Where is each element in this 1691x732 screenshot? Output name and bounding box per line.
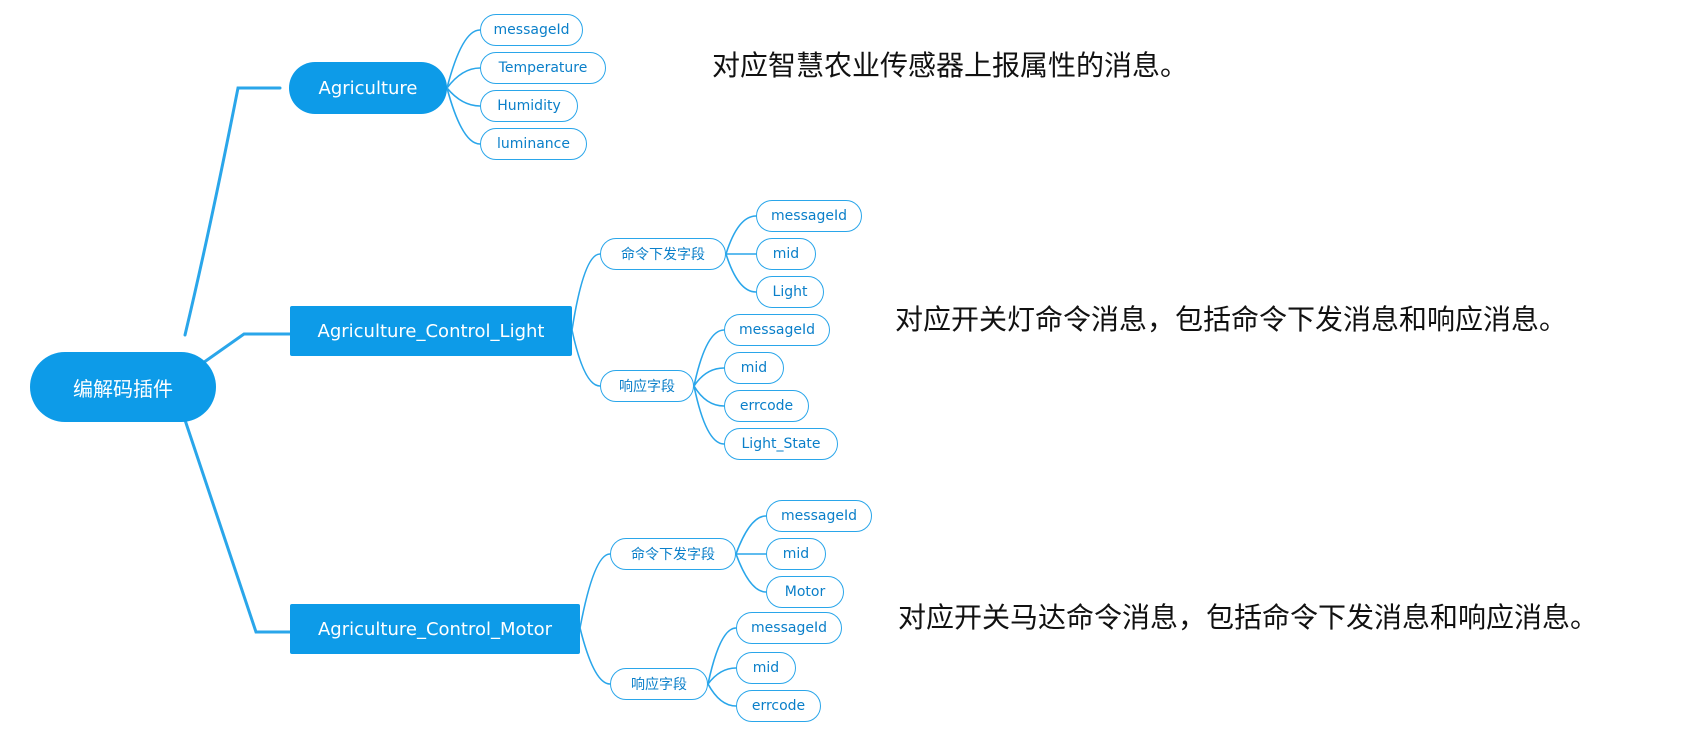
field-light-cmd-mid[interactable]: mid <box>756 238 816 270</box>
link-light-resp-errcode <box>693 385 725 407</box>
field-light-resp-messageid[interactable]: messageId <box>724 314 830 346</box>
field-agri-humidity[interactable]: Humidity <box>480 90 578 122</box>
link-light-cmd-light <box>725 253 757 293</box>
field-motor-cmd-motor[interactable]: Motor <box>766 576 844 608</box>
link-root-motor <box>183 418 292 634</box>
field-motor-resp-errcode[interactable]: errcode <box>736 690 821 722</box>
group-light-command[interactable]: 命令下发字段 <box>600 238 726 270</box>
link-motor-cmd-messageid <box>735 515 767 555</box>
field-motor-cmd-mid[interactable]: mid <box>766 538 826 570</box>
description-control-light: 对应开关灯命令消息，包括命令下发消息和响应消息。 <box>895 303 1568 336</box>
field-motor-cmd-messageid[interactable]: messageId <box>766 500 872 532</box>
field-light-resp-errcode[interactable]: errcode <box>724 390 809 422</box>
link-agri-messageid <box>446 29 481 89</box>
link-motor-resp-mid <box>707 667 737 685</box>
field-motor-resp-messageid[interactable]: messageId <box>736 612 842 644</box>
field-light-cmd-messageid[interactable]: messageId <box>756 200 862 232</box>
branch-control-motor[interactable]: Agriculture_Control_Motor <box>290 604 580 654</box>
branch-agriculture[interactable]: Agriculture <box>289 62 447 114</box>
group-light-response[interactable]: 响应字段 <box>600 370 694 402</box>
link-agri-temperature <box>446 67 481 89</box>
group-motor-response[interactable]: 响应字段 <box>610 668 708 700</box>
field-light-resp-mid[interactable]: mid <box>724 352 784 384</box>
root-node[interactable]: 编解码插件 <box>30 352 216 422</box>
field-motor-resp-mid[interactable]: mid <box>736 652 796 684</box>
field-light-resp-lightstate[interactable]: Light_State <box>724 428 838 460</box>
link-motor-resp-errcode <box>707 683 737 707</box>
link-light-response <box>571 329 601 387</box>
link-light-resp-messageid <box>693 329 725 387</box>
link-light-cmd-messageid <box>725 215 757 255</box>
link-light-command <box>571 253 601 331</box>
field-agri-temperature[interactable]: Temperature <box>480 52 606 84</box>
link-root-agriculture <box>183 86 282 337</box>
link-light-resp-mid <box>693 367 725 387</box>
link-motor-command <box>579 553 611 629</box>
link-motor-cmd-motor <box>735 553 767 593</box>
link-motor-response <box>579 627 611 685</box>
link-root-light <box>198 332 292 367</box>
description-control-motor: 对应开关马达命令消息，包括命令下发消息和响应消息。 <box>898 601 1599 634</box>
field-agri-luminance[interactable]: luminance <box>480 128 587 160</box>
field-agri-messageid[interactable]: messageId <box>480 14 583 46</box>
description-agriculture: 对应智慧农业传感器上报属性的消息。 <box>712 49 1189 82</box>
link-agri-humidity <box>446 87 481 107</box>
group-motor-command[interactable]: 命令下发字段 <box>610 538 736 570</box>
link-light-resp-lightstate <box>693 385 725 445</box>
branch-control-light[interactable]: Agriculture_Control_Light <box>290 306 572 356</box>
link-motor-resp-messageid <box>707 627 737 685</box>
link-agri-luminance <box>446 87 481 145</box>
field-light-cmd-light[interactable]: Light <box>756 276 824 308</box>
